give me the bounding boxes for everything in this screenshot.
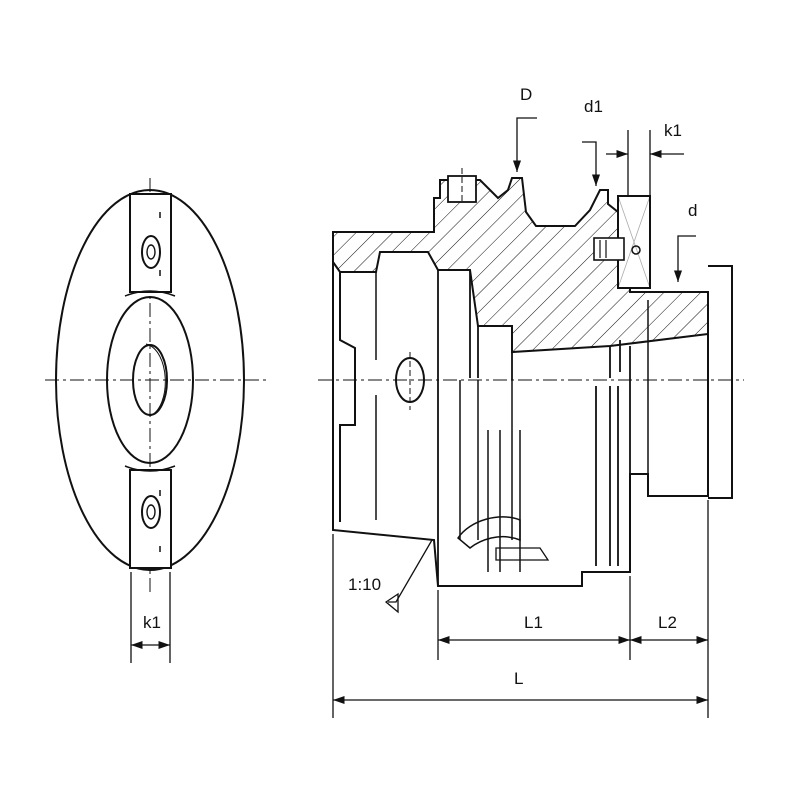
front-bore-thread <box>145 343 166 417</box>
label-D: D <box>520 85 532 104</box>
d1-leader <box>582 141 601 186</box>
front-view <box>45 178 268 663</box>
section-hatching <box>332 177 709 354</box>
front-drive-key-top <box>129 193 172 293</box>
label-d1: d1 <box>584 97 603 116</box>
d-leader <box>673 235 696 282</box>
label-taper: 1:10 <box>348 575 381 594</box>
label-k1-top: k1 <box>664 121 682 140</box>
side-view <box>318 168 744 587</box>
body-outline <box>332 232 709 587</box>
label-L1: L1 <box>524 613 543 632</box>
front-k1-label: k1 <box>143 613 161 632</box>
adapter-flange <box>708 265 733 499</box>
front-k1-dimension <box>130 572 171 663</box>
hsk-taper <box>339 272 356 522</box>
D-leader <box>512 117 537 172</box>
front-drive-key-bottom <box>129 469 172 569</box>
label-L2: L2 <box>658 613 677 632</box>
front-middle-circle <box>106 296 194 464</box>
label-d: d <box>688 201 697 220</box>
label-L: L <box>514 669 523 688</box>
taper-leader <box>388 539 433 603</box>
side-dimensions <box>332 117 709 718</box>
front-outer-flange <box>55 189 245 571</box>
